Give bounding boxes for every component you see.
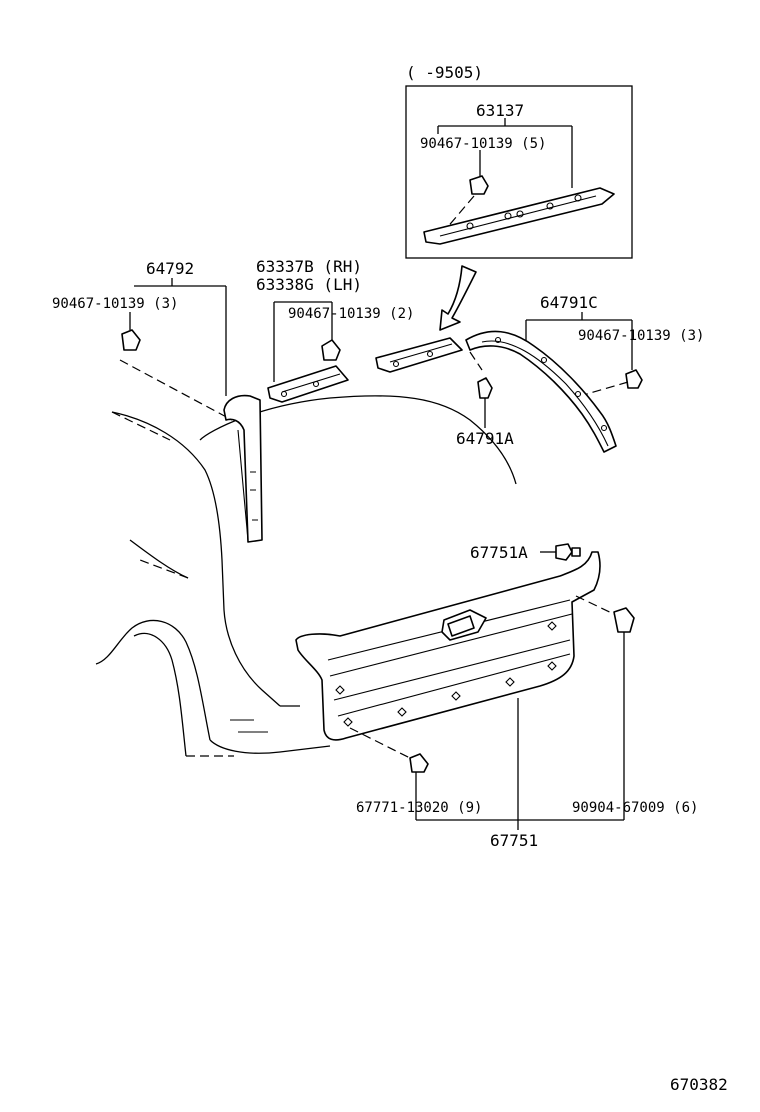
clip-icon (469, 175, 489, 195)
label-67771: 67771-13020 (9) (356, 800, 482, 816)
clip-icon (409, 753, 429, 773)
part-6333x-group (267, 301, 463, 403)
label-inset-clip: 90467-10139 (5) (420, 136, 546, 152)
fastener-icon (555, 543, 573, 561)
clip-icon (121, 329, 141, 351)
label-64791c: 64791C (540, 293, 598, 312)
label-63337b: 63337B (RH) (256, 257, 362, 276)
label-63338g: 63338G (LH) (256, 275, 362, 294)
figure-number: 670382 (670, 1075, 728, 1094)
inset-frame (405, 85, 633, 259)
label-64792: 64792 (146, 259, 194, 278)
clip-icon (625, 369, 643, 389)
arrow-down-icon (439, 265, 477, 331)
label-90904: 90904-67009 (6) (572, 800, 698, 816)
clip-icon (613, 607, 635, 633)
label-64791c-clip: 90467-10139 (3) (578, 328, 704, 344)
clip-icon (321, 339, 341, 361)
part-67751-group (295, 543, 635, 830)
label-64791a: 64791A (456, 429, 514, 448)
label-6333x-clip: 90467-10139 (2) (288, 306, 414, 322)
roof-garnish-64791c-shape (465, 330, 617, 453)
part-64791c-group (465, 312, 643, 453)
part-64792-group (119, 278, 263, 543)
bracket-center-shape (375, 337, 463, 373)
part-64791a-group (477, 377, 493, 428)
label-63137: 63137 (476, 101, 524, 120)
label-67751a: 67751A (470, 543, 528, 562)
pillar-garnish-64792-shape (223, 394, 263, 543)
inset-box-63137 (405, 85, 633, 259)
label-64792-clip: 90467-10139 (3) (52, 296, 178, 312)
inset-range-label: ( -9505) (406, 63, 483, 82)
label-67751: 67751 (490, 831, 538, 850)
clip-icon (477, 377, 493, 399)
